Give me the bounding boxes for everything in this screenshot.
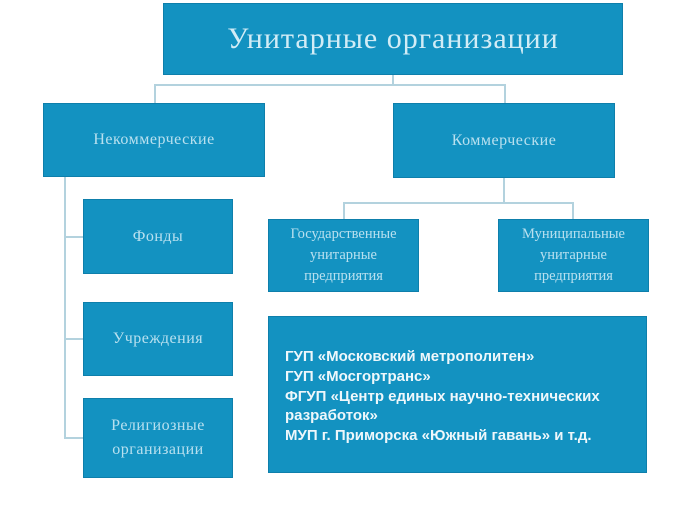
node-institutions: Учреждения bbox=[83, 302, 233, 376]
root-node-unitary-organizations: Унитарные организации bbox=[163, 3, 623, 75]
connector-drop-noncommercial bbox=[154, 84, 156, 103]
node-funds: Фонды bbox=[83, 199, 233, 274]
connector-drop-state bbox=[343, 202, 345, 219]
connector-drop-municipal bbox=[572, 202, 574, 219]
connector-noncommercial-bracket bbox=[64, 177, 66, 439]
connector-drop-commercial bbox=[504, 84, 506, 103]
node-municipal-unitary-enterprises: Муниципальные унитарные предприятия bbox=[498, 219, 649, 292]
connector-stub-funds bbox=[64, 236, 83, 238]
connector-level2-horizontal bbox=[343, 202, 574, 204]
connector-root-stub bbox=[392, 75, 394, 85]
connector-stub-institutions bbox=[64, 338, 83, 340]
connector-stub-religious bbox=[64, 437, 83, 439]
examples-box: ГУП «Московский метрополитен» ГУП «Мосгор… bbox=[268, 316, 647, 473]
node-state-unitary-enterprises: Государственные унитарные предприятия bbox=[268, 219, 419, 292]
node-religious-organizations: Религиозные организации bbox=[83, 398, 233, 478]
node-noncommercial: Некоммерческие bbox=[43, 103, 265, 177]
example-line: МУП г. Приморска «Южный гавань» и т.д. bbox=[285, 427, 592, 445]
example-line: ГУП «Московский метрополитен» bbox=[285, 348, 535, 365]
connector-commercial-stub bbox=[503, 178, 505, 203]
node-commercial: Коммерческие bbox=[393, 103, 615, 178]
example-line: ФГУП «Центр единых научно-технических ра… bbox=[285, 387, 600, 425]
connector-level1-horizontal bbox=[154, 84, 506, 86]
example-line: ГУП «Мосгортранс» bbox=[285, 367, 431, 385]
